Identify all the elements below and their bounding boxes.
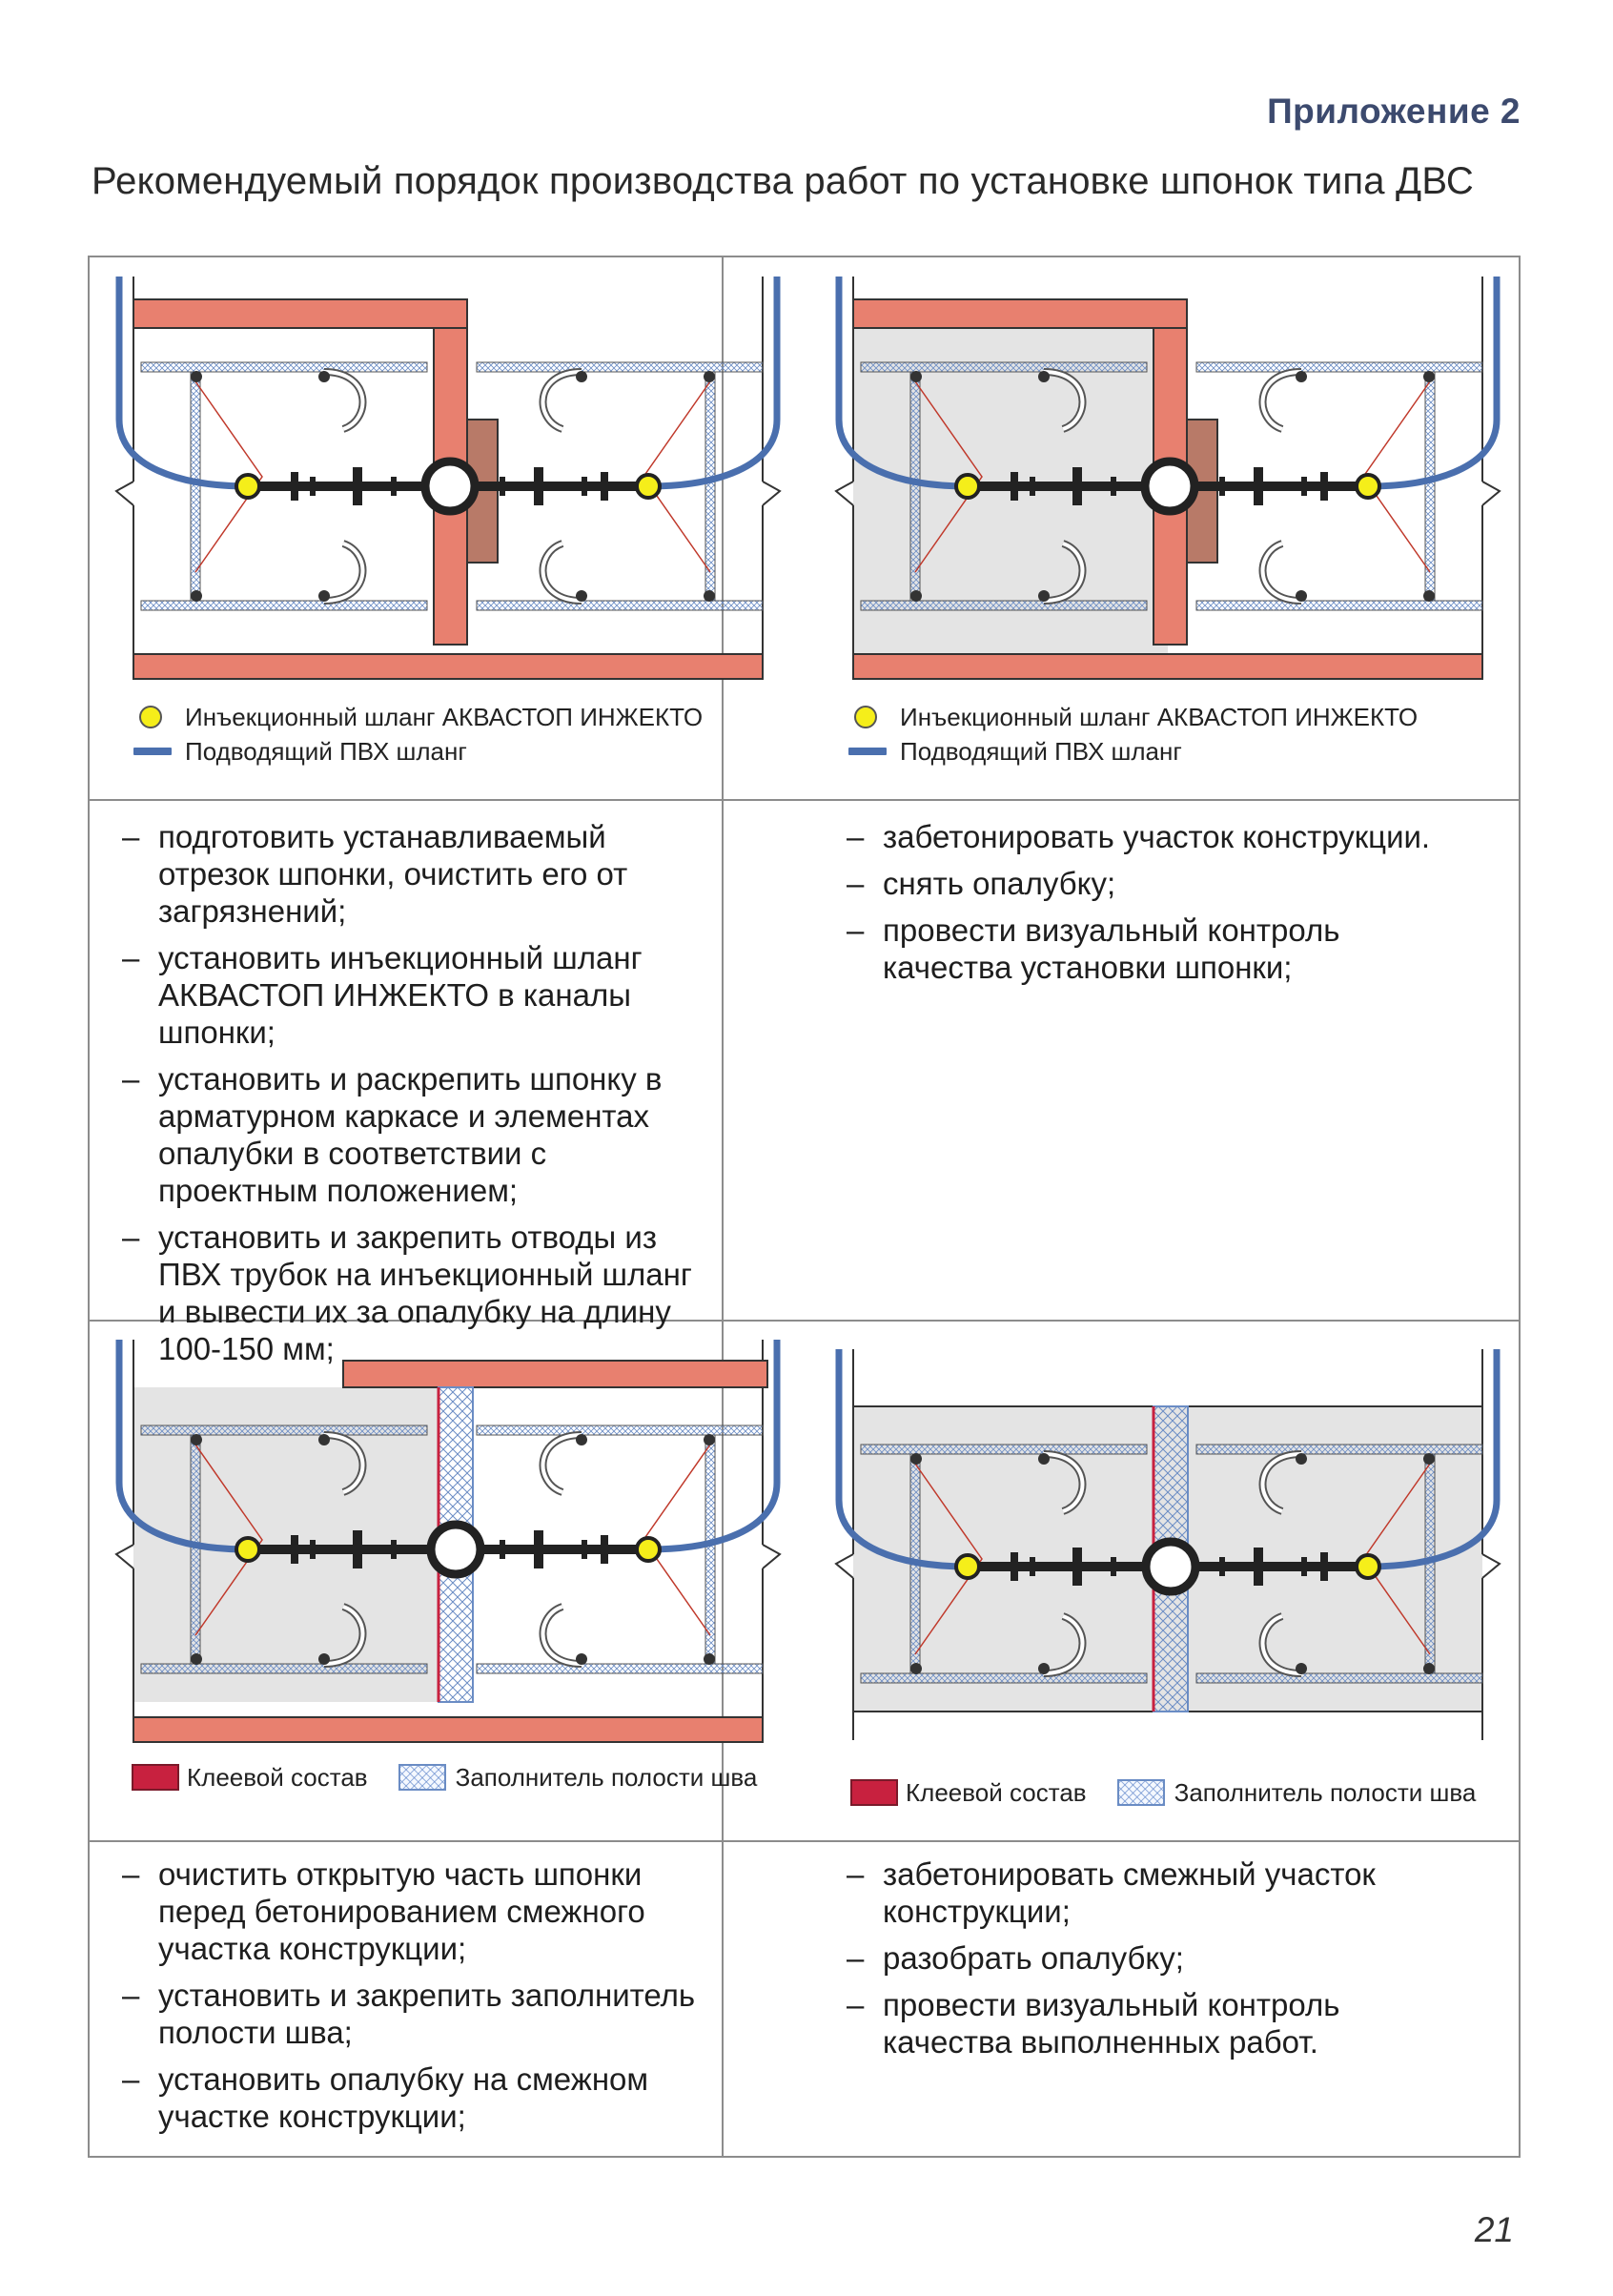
pvc-hose-icon [848,748,887,755]
legend-pvc-hose: Подводящий ПВХ шланг [900,736,1182,766]
legend-step-4: Клеевой состав Заполнитель полости шва [850,1775,1476,1810]
drawing-step-1 [105,277,782,687]
adhesive-swatch-icon [132,1764,179,1791]
table-divider-1 [88,799,1521,801]
list-item: забетонировать смежный участок конструкц… [847,1855,1457,1930]
list-item: провести визуальный контроль качества ус… [847,912,1457,986]
list-item: снять опалубку; [847,865,1457,902]
injection-hose-icon [854,706,877,728]
list-item: установить опалубку на смежном участке к… [122,2060,704,2135]
legend-filler: Заполнитель полости шва [1174,1777,1477,1807]
legend-step-2: Инъекционный шланг АКВАСТОП ИНЖЕКТО Подв… [848,700,1418,769]
adhesive-swatch-icon [850,1779,898,1806]
drawing-step-3 [105,1340,782,1750]
list-item: установить и закрепить отводы из ПВХ тру… [122,1219,704,1367]
pvc-hose-icon [133,748,172,755]
list-item: подготовить устанавливаемый отрезок шпон… [122,818,704,930]
list-item: установить и раскрепить шпонку в арматур… [122,1060,704,1209]
filler-swatch-icon [398,1764,446,1791]
step-2-list: забетонировать участок конструкции. снят… [847,818,1457,995]
list-item: очистить открытую часть шпонки перед бет… [122,1855,704,1967]
list-item: забетонировать участок конструкции. [847,818,1457,855]
page-title: Рекомендуемый порядок производства работ… [92,160,1474,202]
legend-step-1: Инъекционный шланг АКВАСТОП ИНЖЕКТО Подв… [133,700,703,769]
drawing-step-4 [825,1349,1501,1759]
step-3-list: очистить открытую часть шпонки перед бет… [122,1855,704,2144]
page-number: 21 [1474,2210,1514,2249]
list-item: установить инъекционный шланг АКВАСТОП И… [122,939,704,1051]
steps-table [88,256,1521,2158]
step-4-list: забетонировать смежный участок конструкц… [847,1855,1457,2070]
legend-filler: Заполнитель полости шва [455,1762,758,1792]
list-item: установить и закрепить заполнитель полос… [122,1977,704,2051]
appendix-label: Приложение 2 [1267,92,1521,131]
legend-step-3: Клеевой состав Заполнитель полости шва [132,1760,757,1794]
list-item: провести визуальный контроль качества вы… [847,1986,1457,2060]
list-item: разобрать опалубку; [847,1939,1457,1977]
drawing-step-2 [825,277,1501,687]
legend-adhesive: Клеевой состав [906,1777,1087,1807]
legend-adhesive: Клеевой состав [187,1762,368,1792]
table-divider-3 [88,1840,1521,1842]
table-divider-2 [88,1320,1521,1322]
legend-pvc-hose: Подводящий ПВХ шланг [185,736,467,766]
legend-injection-hose: Инъекционный шланг АКВАСТОП ИНЖЕКТО [185,702,704,731]
injection-hose-icon [139,706,162,728]
legend-injection-hose: Инъекционный шланг АКВАСТОП ИНЖЕКТО [900,702,1419,731]
table-divider-vertical [722,256,724,2158]
step-1-list: подготовить устанавливаемый отрезок шпон… [122,818,704,1377]
filler-swatch-icon [1116,1779,1165,1806]
